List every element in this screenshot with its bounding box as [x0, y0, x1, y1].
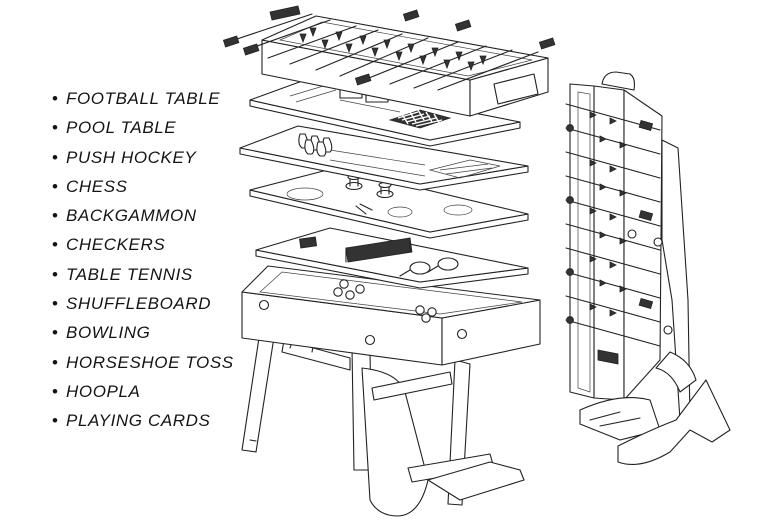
folded-upright-table-illustration [565, 71, 731, 465]
game-label: TABLE TENNIS [66, 264, 193, 284]
game-label: FOOTBALL TABLE [66, 89, 221, 108]
list-item: • TABLE TENNIS [52, 260, 234, 289]
folded-rods-icon [565, 103, 661, 347]
list-item: • BACKGAMMON [52, 201, 234, 230]
list-item: • CHECKERS [52, 230, 234, 259]
game-label: SHUFFLEBOARD [66, 294, 212, 314]
game-label: HOOPLA [66, 381, 141, 401]
list-item: • FOOTBALL TABLE [52, 84, 234, 113]
games-list: • FOOTBALL TABLE • POOL TABLE • PUSH HOCKEY… [52, 84, 234, 436]
game-label: CHECKERS [66, 235, 166, 255]
game-label: POOL TABLE [66, 118, 177, 138]
game-label: HORSESHOE TOSS [66, 352, 234, 372]
list-item: • CHESS [52, 172, 234, 201]
list-item: • SHUFFLEBOARD [52, 289, 234, 318]
bullet: • [52, 411, 59, 431]
football-table-top-icon [222, 5, 556, 117]
bullet: • [52, 381, 59, 401]
game-label: BACKGAMMON [66, 206, 197, 226]
bullet: • [52, 89, 59, 108]
push-hockey-board-icon [249, 167, 529, 239]
bullet: • [52, 323, 59, 343]
table-legs-icon [241, 317, 525, 517]
list-item: • PUSH HOCKEY [52, 143, 234, 172]
list-item: • HOOPLA [52, 377, 234, 406]
game-label: PUSH HOCKEY [66, 147, 197, 167]
bullet: • [52, 294, 59, 314]
list-item: • BOWLING [52, 318, 234, 347]
bullet: • [52, 235, 59, 255]
bowling-board-icon [239, 125, 529, 191]
table-tennis-board-icon [255, 227, 529, 289]
football-rods-icon [222, 9, 556, 91]
bullet: • [52, 147, 59, 167]
bullet: • [52, 352, 59, 372]
multi-game-table-exploded-illustration [222, 5, 556, 517]
game-label: PLAYING CARDS [66, 411, 211, 431]
bullet: • [52, 264, 59, 284]
bullet: • [52, 206, 59, 226]
table-base-box-icon [241, 265, 541, 366]
game-label: BOWLING [66, 323, 151, 343]
game-label: CHESS [66, 176, 128, 196]
list-item: • POOL TABLE [52, 113, 234, 142]
list-item: • HORSESHOE TOSS [52, 348, 234, 377]
list-item: • PLAYING CARDS [52, 406, 234, 435]
bullet: • [52, 176, 59, 196]
bullet: • [52, 118, 59, 138]
